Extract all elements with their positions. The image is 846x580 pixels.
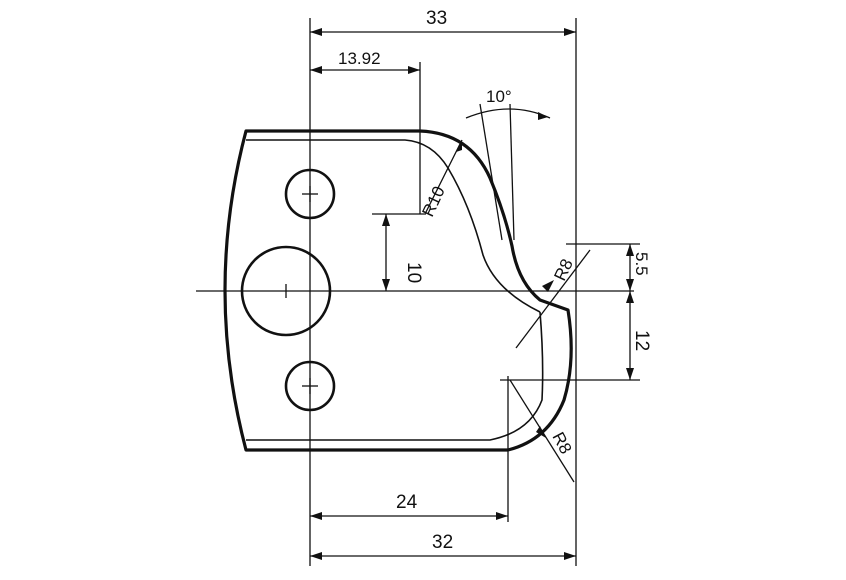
dim-10-arrow-top — [382, 214, 390, 226]
dim-33-arrow-left — [310, 28, 322, 36]
dim-13-92-arrow-left — [310, 66, 322, 74]
angle-line-2 — [509, 103, 515, 241]
angle-arc — [465, 108, 551, 119]
inner-edge-top — [246, 139, 541, 313]
dim-32-arrow-left — [310, 552, 322, 560]
r8-lower-label: R8 — [548, 429, 575, 457]
dim-5-5-arrow-bottom — [626, 279, 634, 291]
dim-12-arrow-bottom — [626, 368, 634, 380]
dim-32-label: 32 — [432, 532, 453, 553]
r10-arrow — [456, 140, 462, 152]
part-outline — [223, 129, 573, 452]
dim-24-arrow-right — [496, 512, 508, 520]
dim-12-arrow-top — [626, 291, 634, 303]
dim-5-5-label: 5.5 — [632, 252, 651, 276]
angle-label: 10° — [486, 87, 512, 106]
inner-edge-bottom — [246, 311, 544, 441]
r8-notch-leader — [515, 249, 591, 349]
dim-32-arrow-right — [564, 552, 576, 560]
dim-13-92-label: 13.92 — [338, 49, 381, 68]
dim-24-label: 24 — [396, 492, 418, 513]
dim-12-label: 12 — [631, 330, 652, 351]
dim-33-label: 33 — [426, 8, 447, 29]
r8-notch-label: R8 — [550, 256, 576, 284]
angle-arrow — [538, 112, 548, 120]
dim-10-label: 10 — [403, 262, 424, 283]
dim-13-92-arrow-right — [408, 66, 420, 74]
dim-10-arrow-bottom — [382, 279, 390, 291]
dim-24-arrow-left — [310, 512, 322, 520]
angle-line-1 — [479, 103, 503, 241]
dim-33-arrow-right — [564, 28, 576, 36]
r8-lower-arrow — [536, 426, 546, 438]
r8-notch-arrow — [542, 280, 554, 292]
dim-5-5-arrow-top — [626, 244, 634, 256]
